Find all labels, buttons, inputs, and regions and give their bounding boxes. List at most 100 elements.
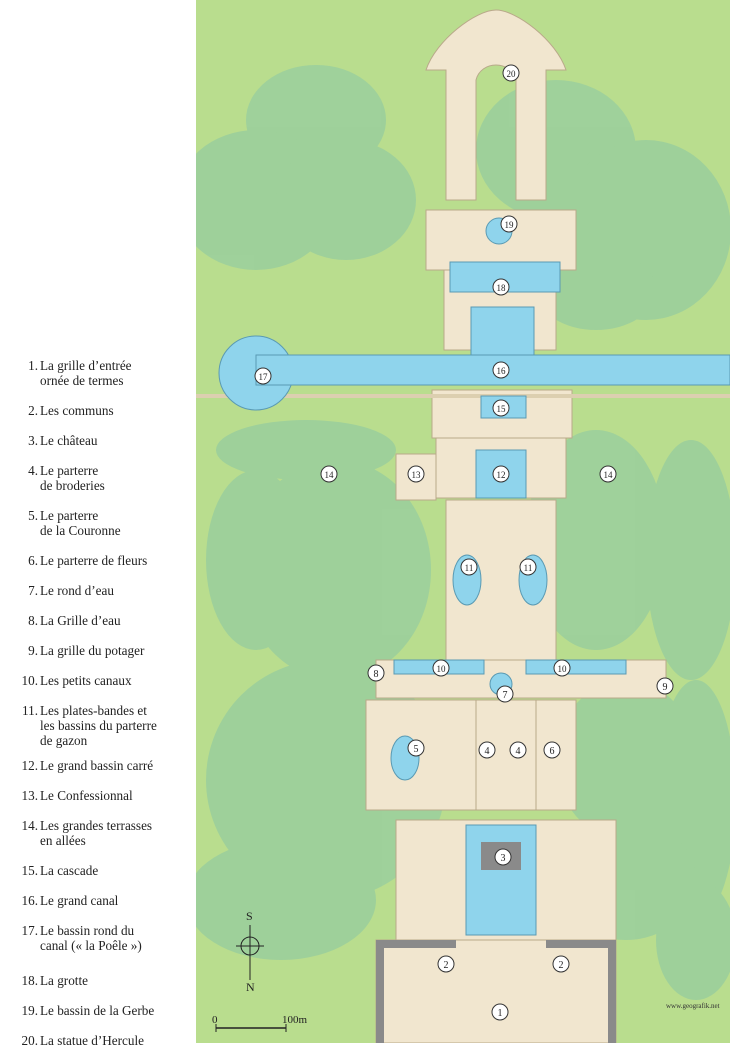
map-marker-circle: [320, 465, 338, 483]
legend-label: La statue d’Hercule: [40, 1033, 196, 1048]
compass-north-label: N: [246, 980, 255, 994]
map-marker-label: 18: [497, 283, 507, 293]
map-marker-circle: [407, 739, 425, 757]
legend-label-line: ornée de termes: [40, 373, 124, 388]
map-marker-circle: [478, 741, 496, 759]
legend-number: 12.: [21, 758, 38, 773]
legend-number: 16.: [21, 893, 38, 908]
legend-label-line: Le Confessionnal: [40, 788, 133, 803]
legend-label: Le Confessionnal: [40, 788, 196, 803]
legend-label-line: de gazon: [40, 733, 88, 748]
legend-number: 20.: [21, 1033, 38, 1048]
legend-number: 3.: [28, 433, 38, 448]
legend-label-line: Le bassin de la Gerbe: [40, 1003, 155, 1018]
scale-end-label: 100m: [282, 1014, 308, 1026]
map-marker-circle: [367, 664, 385, 682]
map-marker-label: 7: [503, 690, 508, 701]
legend-number: 17.: [21, 923, 38, 938]
map-marker-circle: [492, 361, 510, 379]
legend-label-line: La statue d’Hercule: [40, 1033, 144, 1048]
legend-label-line: les bassins du parterre: [40, 718, 157, 733]
legend-label-line: La grotte: [40, 973, 88, 988]
map-marker-circle: [491, 1003, 509, 1021]
legend-label-line: Le château: [40, 433, 98, 448]
map-marker-label: 11: [465, 563, 474, 573]
legend-label-line: de la Couronne: [40, 523, 121, 538]
legend-label-line: canal (« la Poêle »): [40, 938, 142, 953]
map-marker-circle: [502, 64, 520, 82]
map-marker-circle: [492, 399, 510, 417]
legend-label: Le grand bassin carré: [40, 758, 196, 773]
legend-label: Les petits canaux: [40, 673, 196, 688]
legend-label-line: Les grandes terrasses: [40, 818, 153, 833]
map-marker-label: 5: [414, 744, 419, 755]
legend-number: 6.: [28, 553, 38, 568]
legend-label-line: La grille d’entrée: [40, 358, 132, 373]
legend-number: 11.: [22, 703, 38, 718]
legend-label: La grille du potager: [40, 643, 196, 658]
legend-number: 10.: [21, 673, 38, 688]
map-marker-label: 10: [437, 664, 447, 674]
map-marker-label: 9: [663, 682, 668, 693]
legend-label-line: Les communs: [40, 403, 114, 418]
map-marker-circle: [492, 465, 510, 483]
scale-start-label: 0: [212, 1014, 218, 1026]
map-marker-circle: [553, 659, 571, 677]
legend-label-line: Le parterre: [40, 508, 99, 523]
legend-number: 8.: [28, 613, 38, 628]
map-marker-circle: [656, 677, 674, 695]
map-marker-label: 14: [604, 470, 614, 480]
legend-label-line: La grille du potager: [40, 643, 145, 658]
legend-number: 14.: [21, 818, 38, 833]
map-marker-circle: [407, 465, 425, 483]
map-marker-circle: [254, 367, 272, 385]
map-marker-circle: [599, 465, 617, 483]
legend-label-line: Les petits canaux: [40, 673, 132, 688]
legend-label: La cascade: [40, 863, 196, 878]
water-features: [218, 217, 730, 936]
legend-number: 15.: [21, 863, 38, 878]
legend-number: 5.: [28, 508, 38, 523]
map-marker-circle: [494, 848, 512, 866]
map-marker-circle: [492, 278, 510, 296]
map-marker-circle: [432, 659, 450, 677]
legend-label-line: Le parterre: [40, 463, 99, 478]
map-marker-label: 13: [412, 470, 422, 480]
legend-label-line: Les plates-bandes et: [40, 703, 147, 718]
legend-label-line: Le rond d’eau: [40, 583, 114, 598]
legend-number: 19.: [21, 1003, 38, 1018]
legend-label-line: La Grille d’eau: [40, 613, 121, 628]
map-marker-label: 1: [498, 1008, 503, 1019]
map-marker-circle: [509, 741, 527, 759]
legend-label: Le bassin de la Gerbe: [40, 1003, 196, 1018]
scale-bar: 0 100m: [212, 1014, 308, 1032]
legend-label: Le parterre de fleurs: [40, 553, 196, 568]
map-marker-label: 15: [497, 404, 507, 414]
map-marker-circle: [519, 558, 537, 576]
map-marker-label: 11: [524, 563, 533, 573]
legend-label: Le grand canal: [40, 893, 196, 908]
legend-number: 13.: [21, 788, 38, 803]
map-marker-label: 8: [374, 669, 379, 680]
compass-south-label: S: [246, 909, 253, 923]
map-marker-circle: [543, 741, 561, 759]
legend-label: La Grille d’eau: [40, 613, 196, 628]
map-marker-circle: [437, 955, 455, 973]
legend-label-line: Le grand bassin carré: [40, 758, 154, 773]
map-marker-circle: [460, 558, 478, 576]
map-marker-label: 20: [507, 69, 517, 79]
legend-number: 1.: [28, 358, 38, 373]
legend-number: 9.: [28, 643, 38, 658]
map-marker-label: 10: [558, 664, 568, 674]
map-marker-label: 2: [559, 960, 564, 971]
map-marker-label: 3: [501, 853, 506, 864]
map-marker-label: 4: [516, 746, 521, 757]
